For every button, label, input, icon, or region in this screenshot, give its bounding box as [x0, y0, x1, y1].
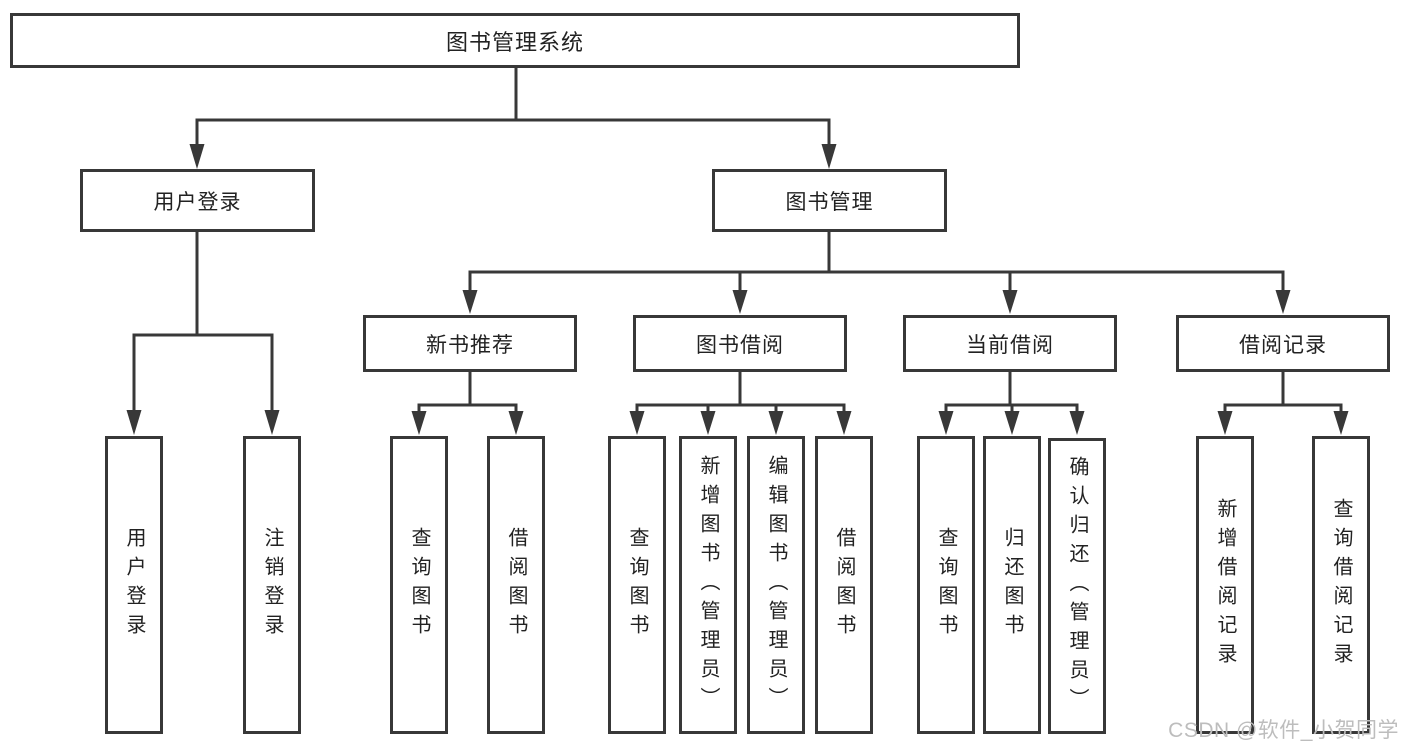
node-book-management: 图书管理 [712, 169, 947, 232]
node-book-borrowing: 图书借阅 [633, 315, 847, 372]
root-node-label: 图书管理系统 [445, 29, 584, 55]
leaf-add-books-admin: 新增图书（管理员） [679, 436, 737, 734]
leaf-borrow-books-recommend: 借阅图书 [487, 436, 545, 734]
leaf-add-borrow-record: 新增借阅记录 [1196, 436, 1254, 734]
node-user-login-label: 用户登录 [153, 190, 242, 214]
leaf-query-books-current-label: 查询图书 [935, 527, 957, 643]
leaf-edit-books-admin-label: 编辑图书（管理员） [765, 454, 787, 716]
leaf-edit-books-admin: 编辑图书（管理员） [747, 436, 805, 734]
node-new-book-recommendation-label: 新书推荐 [426, 333, 514, 357]
leaf-add-books-admin-label: 新增图书（管理员） [697, 454, 719, 716]
leaf-query-books-current: 查询图书 [917, 436, 975, 734]
leaf-query-books-recommend: 查询图书 [390, 436, 448, 734]
leaf-confirm-return-admin-label: 确认归还（管理员） [1066, 455, 1088, 717]
leaf-return-books: 归还图书 [983, 436, 1041, 734]
leaf-borrow-books: 借阅图书 [815, 436, 873, 734]
leaf-add-borrow-record-label: 新增借阅记录 [1214, 498, 1236, 672]
node-current-borrowing: 当前借阅 [903, 315, 1117, 372]
node-borrowing-records: 借阅记录 [1176, 315, 1390, 372]
csdn-watermark: CSDN @软件_小贺同学 [1168, 719, 1399, 742]
leaf-query-books-recommend-label: 查询图书 [408, 527, 430, 643]
leaf-query-books-borrowing-label: 查询图书 [626, 527, 648, 643]
leaf-user-login-label: 用户登录 [123, 527, 145, 643]
root-node-library-management-system: 图书管理系统 [10, 13, 1020, 68]
node-current-borrowing-label: 当前借阅 [966, 333, 1054, 357]
leaf-confirm-return-admin: 确认归还（管理员） [1048, 438, 1106, 734]
leaf-user-login: 用户登录 [105, 436, 163, 734]
leaf-borrow-books-label: 借阅图书 [833, 527, 855, 643]
node-user-login: 用户登录 [80, 169, 315, 232]
leaf-logout: 注销登录 [243, 436, 301, 734]
leaf-query-books-borrowing: 查询图书 [608, 436, 666, 734]
node-book-borrowing-label: 图书借阅 [696, 333, 784, 357]
leaf-query-borrow-record-label: 查询借阅记录 [1330, 498, 1352, 672]
leaf-return-books-label: 归还图书 [1001, 527, 1023, 643]
node-borrowing-records-label: 借阅记录 [1239, 333, 1327, 357]
node-book-management-label: 图书管理 [785, 190, 874, 214]
node-new-book-recommendation: 新书推荐 [363, 315, 577, 372]
leaf-logout-label: 注销登录 [261, 527, 283, 643]
leaf-borrow-books-recommend-label: 借阅图书 [505, 527, 527, 643]
leaf-query-borrow-record: 查询借阅记录 [1312, 436, 1370, 734]
